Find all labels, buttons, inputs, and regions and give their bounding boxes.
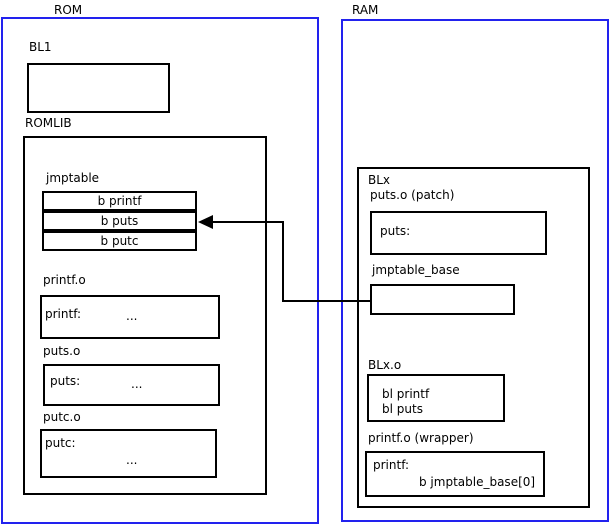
blx-o-line-bl-printf: bl printf	[382, 387, 430, 401]
printf-symbol: printf:	[45, 307, 82, 321]
bl1-box	[27, 63, 170, 113]
blx-o-box: bl printf bl puts	[367, 374, 505, 422]
blx-box	[357, 167, 590, 508]
rom-region-title: ROM	[54, 3, 83, 17]
printf-wrapper-symbol: printf:	[373, 458, 410, 472]
printf-o-label: printf.o	[43, 273, 86, 287]
putc-ellipsis: ...	[126, 453, 138, 467]
puts-patch-box: puts:	[370, 211, 547, 255]
printf-wrapper-box: printf: b jmptable_base[0]	[365, 451, 545, 497]
putc-o-label: putc.o	[43, 410, 81, 424]
jmptable-entry-putc: b putc	[42, 231, 197, 251]
putc-o-box: putc: ...	[40, 429, 217, 478]
puts-o-label: puts.o	[43, 344, 81, 358]
printf-o-box: printf: ...	[40, 295, 220, 339]
jmptable-box: b printf b puts b putc	[42, 191, 197, 251]
jmptable-label: jmptable	[46, 171, 100, 185]
puts-symbol: puts:	[50, 374, 81, 388]
romlib-label: ROMLIB	[25, 116, 72, 130]
puts-ellipsis: ...	[131, 377, 143, 391]
romlib-box	[23, 136, 267, 495]
putc-symbol: putc:	[45, 436, 76, 450]
jmptable-base-label: jmptable_base	[372, 263, 460, 277]
jmptable-entry-printf: b printf	[42, 191, 197, 211]
jmptable-entry-puts: b puts	[42, 211, 197, 231]
blx-o-label: BLx.o	[368, 358, 402, 372]
blx-o-line-bl-puts: bl puts	[382, 402, 423, 416]
puts-o-box: puts: ...	[43, 364, 220, 406]
printf-ellipsis: ...	[126, 309, 138, 323]
printf-wrapper-branch: b jmptable_base[0]	[419, 475, 536, 489]
blx-label: BLx	[368, 173, 391, 187]
printf-wrapper-label: printf.o (wrapper)	[368, 431, 474, 445]
puts-patch-symbol: puts:	[380, 224, 411, 238]
bl1-label: BL1	[29, 40, 52, 54]
puts-patch-label: puts.o (patch)	[370, 188, 455, 202]
ram-region-title: RAM	[352, 3, 379, 17]
jmptable-base-box	[370, 284, 515, 315]
